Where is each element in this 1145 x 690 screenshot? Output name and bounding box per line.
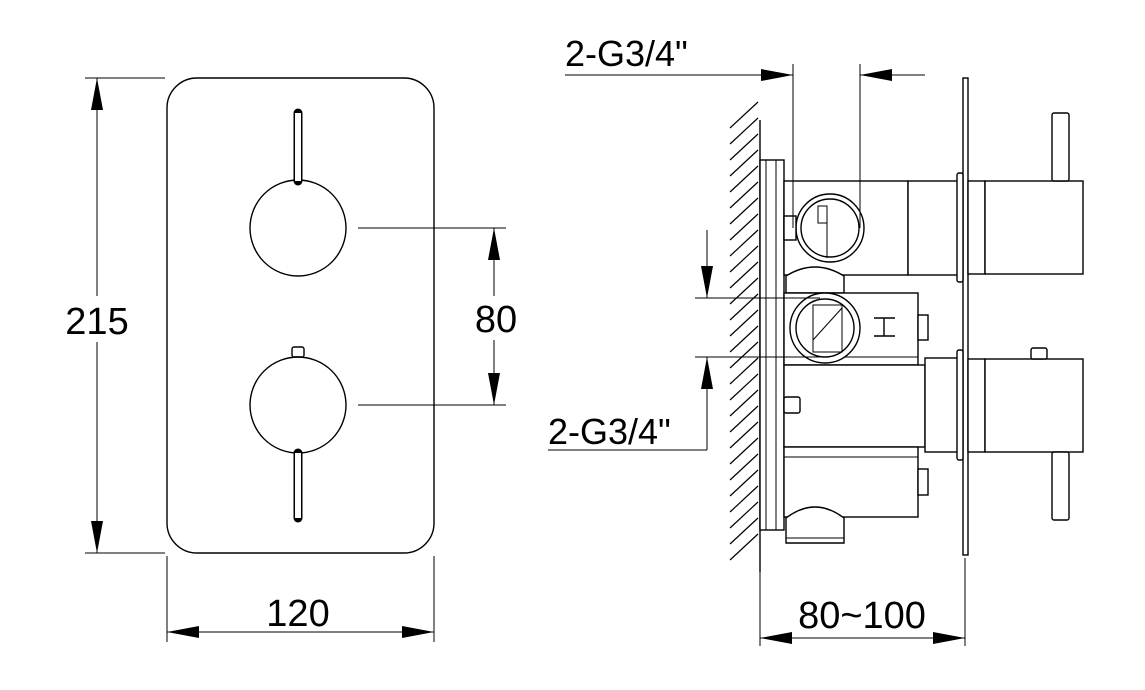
hatch-line [729,213,759,241]
top-connection-label: 2-G3/4" [565,33,688,74]
hatch-line [729,101,759,129]
hatch-line [729,517,759,545]
faceplate [166,77,435,554]
hatch-line [729,437,759,465]
hatch-line [729,229,759,257]
lower-tab-side [1030,347,1048,360]
depth-dimension: 80~100 [759,558,966,646]
lower-lever-side [1051,451,1070,521]
upper-flange [956,172,964,283]
height-label: 215 [65,301,128,343]
middle-nut [917,314,929,341]
front-cover-plate [962,77,969,556]
lower-knob [249,356,347,454]
upper-lever-side [1051,112,1070,182]
side-connection-label: 2-G3/4" [548,411,671,452]
hatch-line [729,421,759,449]
width-dimension: 120 [166,556,435,642]
upper-inlet-port [795,193,865,263]
hatch-line [729,261,759,289]
hatch-line [729,277,759,305]
hatch-line [729,149,759,177]
upper-knob [249,179,347,277]
bottom-valve-body [783,446,919,518]
hatch-line [729,181,759,209]
height-dimension: 215 [55,77,165,554]
outlet-spout [785,506,845,544]
hatch-line [729,197,759,225]
side-view: 2-G3/4" 2-G3/4" 80~100 [548,33,1084,646]
hatch-line [729,165,759,193]
lower-valve-body [783,364,926,448]
knob-spacing-dimension: 80 [358,227,524,406]
hatch-line [729,405,759,433]
hatch-line [729,117,759,145]
hatch-line [729,533,759,561]
hatch-line [729,501,759,529]
hatch-line [729,453,759,481]
lower-handle [984,358,1084,453]
h-marking [874,317,895,337]
front-view: 215 120 80 [55,77,524,642]
hatch-line [729,325,759,353]
lower-flange [956,349,964,461]
middle-blob [785,266,845,294]
side-connection-dimension: 2-G3/4" [548,230,820,452]
hatch-line [729,469,759,497]
top-connection-dimension: 2-G3/4" [565,33,925,228]
hatch-line [729,389,759,417]
knob-spacing-label: 80 [475,299,517,341]
hatch-line [729,373,759,401]
bottom-nut [917,468,929,496]
wall-hatching [729,101,759,561]
width-label: 120 [266,593,329,635]
upper-handle [984,180,1084,275]
hatch-line [729,357,759,385]
lower-knob-tab [291,346,305,358]
hatch-line [729,485,759,513]
hatch-line [729,245,759,273]
small-stub [783,396,801,414]
hatch-line [729,309,759,337]
hatch-line [729,133,759,161]
mounting-plate [759,159,785,531]
depth-label: 80~100 [798,595,926,637]
hatch-line [729,341,759,369]
